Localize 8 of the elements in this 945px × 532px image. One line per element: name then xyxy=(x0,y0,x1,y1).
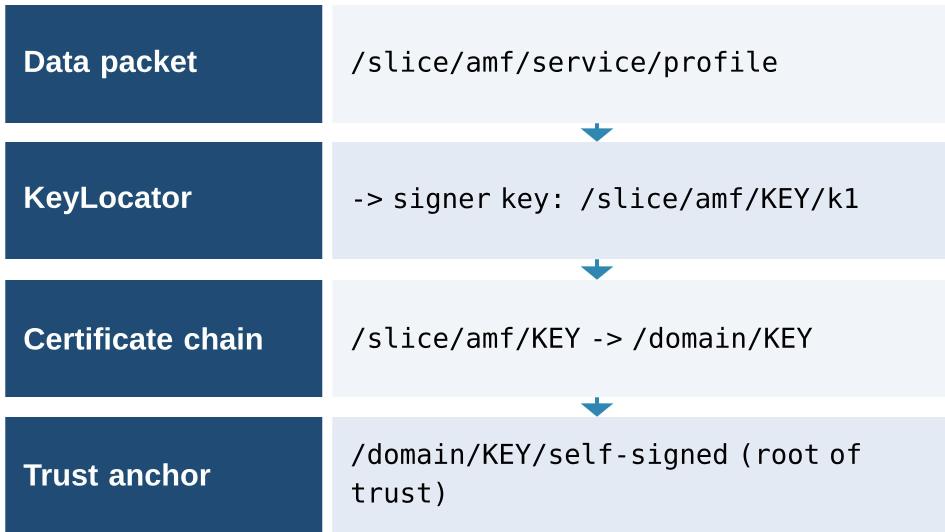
label-box: Data packet xyxy=(5,5,322,123)
label-box: Trust anchor xyxy=(5,417,322,532)
label-box: Certificate chain xyxy=(5,280,322,397)
label-box: KeyLocator xyxy=(5,142,322,259)
content-box: /domain/KEY/self-signed (root of trust) xyxy=(332,417,945,532)
content-box: /slice/amf/service/profile xyxy=(332,5,945,123)
content-box: /slice/amf/KEY -> /domain/KEY xyxy=(332,280,945,397)
content-box: -> signer key: /slice/amf/KEY/k1 xyxy=(332,142,945,259)
